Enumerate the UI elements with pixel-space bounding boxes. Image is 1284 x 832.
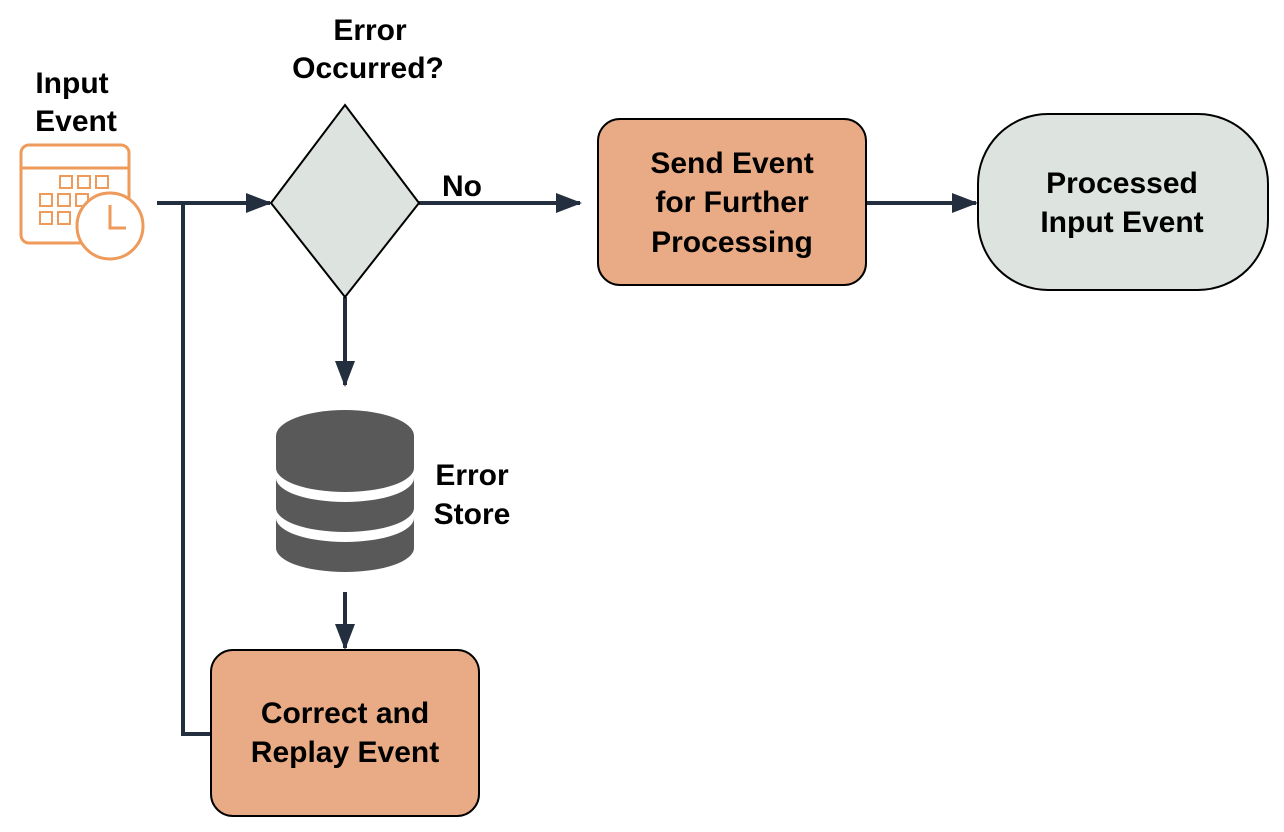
replay-loop-line — [181, 203, 211, 736]
decision-label: Error — [333, 14, 407, 47]
processed-label-2: Input Event — [1040, 206, 1203, 239]
send-event-label-3: Processing — [651, 226, 813, 259]
database-icon — [276, 410, 414, 572]
error-store-label: Error — [435, 459, 509, 492]
no-branch-label: No — [442, 170, 482, 203]
decision-diamond — [269, 103, 421, 299]
input-event-label-2: Event — [35, 105, 117, 138]
correct-replay-label: Correct and — [261, 697, 429, 730]
send-event-label: Send Event — [650, 147, 813, 180]
input-event-label: Input — [35, 67, 108, 100]
decision-label-2: Occurred? — [292, 52, 444, 85]
calendar-clock-icon — [19, 143, 145, 261]
correct-replay-box — [210, 649, 480, 817]
correct-replay-label-2: Replay Event — [251, 736, 439, 769]
send-event-label-2: for Further — [655, 186, 809, 219]
send-event-box — [597, 118, 867, 286]
processed-label: Processed — [1046, 167, 1198, 200]
error-store-label-2: Store — [434, 498, 511, 531]
processed-terminal — [977, 113, 1269, 291]
